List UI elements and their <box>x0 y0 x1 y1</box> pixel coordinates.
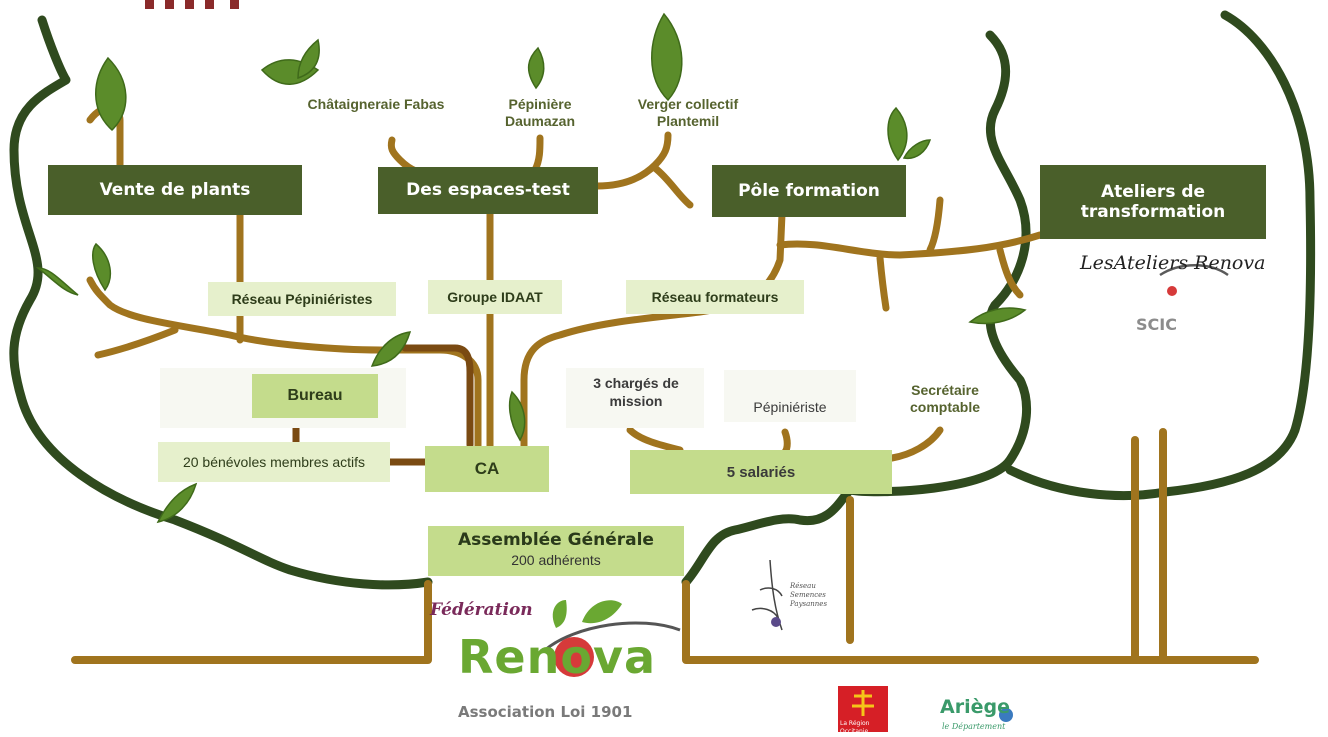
salaries-label: 5 salariés <box>726 463 796 481</box>
occitanie-logo <box>838 686 888 732</box>
branch-espaces-mid <box>531 134 544 174</box>
ariege-logo-mark <box>999 708 1013 722</box>
center-canopy-right-outline <box>681 30 1032 587</box>
header-fragment <box>145 0 239 9</box>
charges-de-mission-label: 3 chargés de mission <box>593 375 679 410</box>
main-trunk-left <box>71 580 432 664</box>
reseau-semences-drawing <box>751 559 783 631</box>
ateliers-transformation-box: Ateliers de transformation <box>1040 165 1266 239</box>
benevoles-box: 20 bénévoles membres actifs <box>158 442 390 482</box>
ca-box: CA <box>425 446 549 492</box>
right-canopy-outline <box>1160 10 1316 497</box>
ateliers-renova-logo <box>1159 264 1229 296</box>
ca-label: CA <box>474 459 500 478</box>
leaf-7 <box>902 139 932 160</box>
branch-espaces-right <box>593 131 672 190</box>
leaf-10 <box>370 331 412 367</box>
association-label: Association Loi 1901 <box>458 703 633 721</box>
reseau-pepinieristes-label: Réseau Pépiniéristes <box>231 291 373 307</box>
branch-salaries-left <box>626 426 684 454</box>
branch-formation-right <box>776 231 1044 259</box>
benevoles-label: 20 bénévoles membres actifs <box>182 454 366 470</box>
ateliers-logo-text: LesAteliers Renova <box>1080 252 1266 274</box>
assemblee-generale-title: Assemblée Générale <box>458 530 654 550</box>
vente-de-plants-box: Vente de plants <box>48 165 302 215</box>
left-canopy-outline <box>9 15 433 590</box>
bureau-box: Bureau <box>252 374 378 418</box>
leaf-4 <box>527 46 545 90</box>
branch-formation-right-twig <box>876 254 890 312</box>
assemblee-generale-members: 200 adhérents <box>511 552 601 568</box>
branch-left-low-twig <box>94 326 179 359</box>
leaf-6 <box>887 106 908 162</box>
leaf-3 <box>297 38 320 80</box>
occitanie-text: La Région Occitanie <box>840 720 870 735</box>
espaces-test-box: Des espaces-test <box>378 167 598 214</box>
pole-formation-box: Pôle formation <box>712 165 906 217</box>
site-chataigneraie: Châtaigneraie Fabas <box>307 96 445 112</box>
site-pepiniere-daumazan: Pépinière Daumazan <box>504 96 576 129</box>
leaf-11 <box>508 390 526 442</box>
reseau-formateurs-label: Réseau formateurs <box>651 289 779 305</box>
renova-federation-logo-mark <box>544 600 681 677</box>
branch-to-formateurs <box>520 210 786 474</box>
groupe-idaat-box: Groupe IDAAT <box>428 280 562 314</box>
renova-wordmark: Renova <box>458 630 656 684</box>
leaf-12 <box>156 482 198 524</box>
branch-salaries-mid <box>781 428 791 456</box>
branch-formation-up <box>926 196 944 254</box>
scic-label: SCIC <box>1136 315 1177 334</box>
vente-de-plants-label: Vente de plants <box>99 179 251 200</box>
branch-espaces-far-right <box>651 164 694 209</box>
leaf-13 <box>968 307 1027 325</box>
branch-salaries-right <box>888 426 944 462</box>
federation-label: Fédération <box>430 600 533 620</box>
assemblee-generale-box: Assemblée Générale 200 adhérents <box>428 526 684 576</box>
leaf-1 <box>95 56 127 132</box>
pole-formation-label: Pôle formation <box>738 180 880 201</box>
salaries-box: 5 salariés <box>630 450 892 494</box>
bureau-label: Bureau <box>287 387 343 404</box>
ariege-subtext: le Département <box>942 722 1006 731</box>
charges-backdrop <box>566 368 704 428</box>
branch-ca-link <box>401 344 474 449</box>
groupe-idaat-label: Groupe IDAAT <box>447 289 543 305</box>
pepinieriste-label: Pépiniériste <box>753 399 827 415</box>
ateliers-transformation-label: Ateliers de transformation <box>1080 181 1226 222</box>
mid-right-canopy-outline <box>1005 465 1170 500</box>
site-verger-plantemil: Verger collectif Plantemil <box>637 96 739 129</box>
ariege-wordmark: Ariège <box>940 696 1010 718</box>
pepinieriste-backdrop <box>724 370 856 422</box>
leaf-9 <box>92 242 112 292</box>
secretaire-comptable-label: Secrétaire comptable <box>909 382 980 415</box>
reseau-semences-text: Réseau Semences Paysannes <box>790 582 828 608</box>
leaf-5 <box>651 12 683 102</box>
branch-ateliers-down <box>996 246 1024 299</box>
reseau-formateurs-box: Réseau formateurs <box>626 280 804 314</box>
espaces-test-label: Des espaces-test <box>406 180 570 201</box>
leaf-8 <box>35 267 79 296</box>
reseau-pepinieristes-box: Réseau Pépiniéristes <box>208 282 396 316</box>
